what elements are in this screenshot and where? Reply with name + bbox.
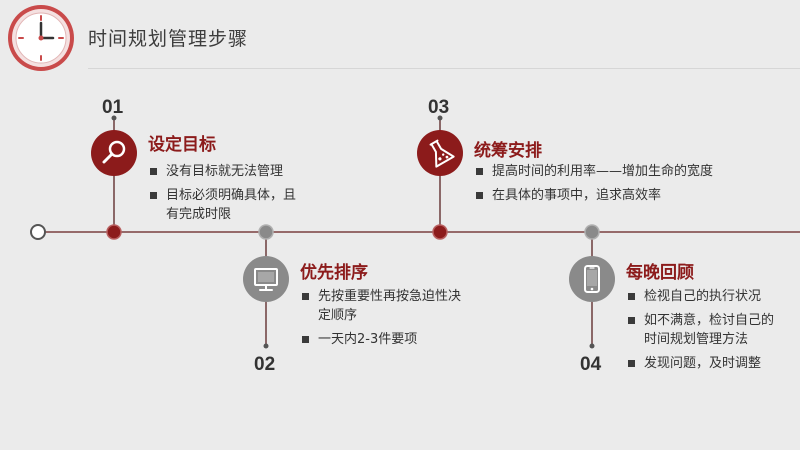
step-4-bullet-2: 如不满意，检讨自己的时间规划管理方法 — [626, 311, 774, 349]
page-title: 时间规划管理步骤 — [88, 28, 249, 50]
step-4-bullet-1: 检视自己的执行状况 — [626, 287, 774, 306]
monitor-icon — [243, 256, 289, 302]
step-4-bullet-3: 发现问题，及时调整 — [626, 354, 774, 373]
step-2-bullet-2: 一天内2-3件要项 — [300, 330, 465, 349]
flask-icon — [417, 130, 463, 176]
magnifier-icon — [91, 130, 137, 176]
clock-icon — [8, 5, 74, 71]
step-2-title: 优先排序 — [300, 263, 368, 283]
phone-icon — [569, 256, 615, 302]
step-3-title: 统筹安排 — [474, 141, 542, 161]
step-3-bullet-1: 提高时间的利用率——增加生命的宽度 — [474, 162, 784, 181]
title-divider — [88, 68, 800, 69]
step-1-bullet-1: 没有目标就无法管理 — [148, 162, 308, 181]
step-1-number: 01 — [102, 97, 124, 118]
step-1-bullet-2: 目标必须明确具体，且有完成时限 — [148, 186, 308, 224]
step-4-number: 04 — [580, 354, 602, 375]
step-2-number: 02 — [254, 354, 276, 375]
step-4-bullets: 检视自己的执行状况 如不满意，检讨自己的时间规划管理方法 发现问题，及时调整 — [626, 287, 774, 378]
step-2-bullets: 先按重要性再按急迫性决定顺序 一天内2-3件要项 — [300, 287, 465, 354]
step-1-bullets: 没有目标就无法管理 目标必须明确具体，且有完成时限 — [148, 162, 308, 229]
step-2-bullet-1: 先按重要性再按急迫性决定顺序 — [300, 287, 465, 325]
step-4-title: 每晚回顾 — [626, 263, 694, 283]
step-3-number: 03 — [428, 97, 450, 118]
step-3-bullets: 提高时间的利用率——增加生命的宽度 在具体的事项中，追求高效率 — [474, 162, 784, 210]
step-3-bullet-2: 在具体的事项中，追求高效率 — [474, 186, 784, 205]
step-1-title: 设定目标 — [148, 135, 216, 155]
